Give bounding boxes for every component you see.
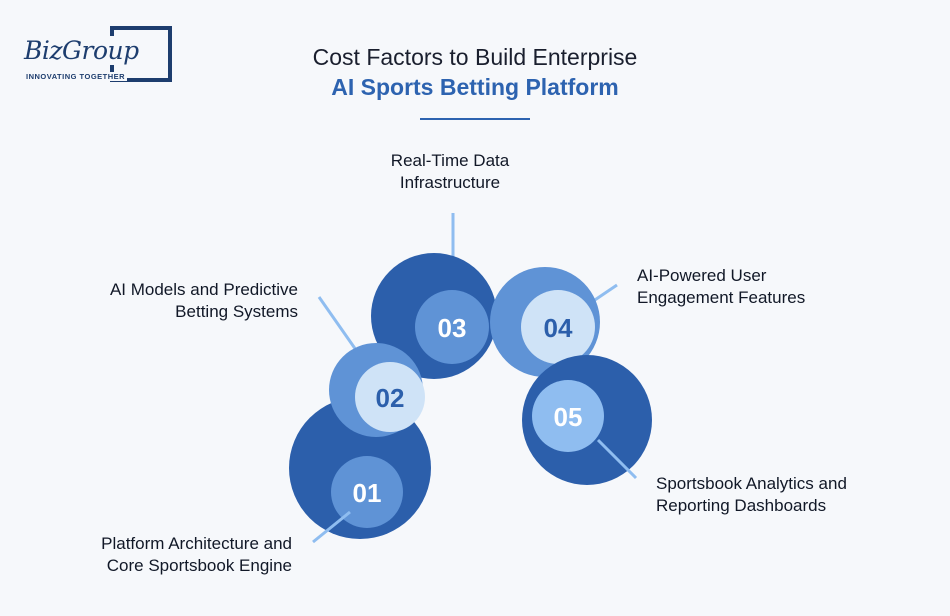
step-05-node: 05 [522, 355, 652, 485]
step-01-number: 01 [353, 478, 382, 508]
step-04-number: 04 [544, 313, 573, 343]
step-03-label: Real-Time Data Infrastructure [300, 150, 600, 194]
logo-tagline: INNOVATING TOGETHER [26, 72, 128, 81]
step-03-label-line-1: Real-Time Data [390, 151, 510, 170]
step-04-label-line-1: AI-Powered User [637, 266, 767, 285]
step-01-label: Platform Architecture and Core Sportsboo… [20, 533, 292, 577]
step-03-label-line-2: Infrastructure [399, 173, 501, 192]
step-01-label-line-2: Core Sportsbook Engine [106, 556, 292, 575]
step-01-label-line-1: Platform Architecture and [101, 534, 292, 553]
title-underline [420, 118, 530, 120]
bizgroup-logo: BizGroup INNOVATING TOGETHER [22, 24, 172, 84]
step-02-number: 02 [376, 383, 405, 413]
step-04-label: AI-Powered User Engagement Features [637, 265, 917, 309]
page-title-line-1: Cost Factors to Build Enterprise [312, 44, 638, 70]
step-03-number: 03 [438, 313, 467, 343]
step-04-label-line-2: Engagement Features [637, 288, 806, 307]
logo-name: BizGroup [24, 36, 141, 65]
step-05-label-line-2: Reporting Dashboards [656, 496, 827, 515]
step-02-label: AI Models and Predictive Betting Systems [40, 279, 298, 323]
step-02-node: 02 [329, 343, 425, 437]
step-02-label-line-1: AI Models and Predictive [109, 280, 298, 299]
step-05-number: 05 [554, 402, 583, 432]
step-02-label-line-2: Betting Systems [175, 302, 298, 321]
connector-01 [312, 510, 351, 544]
step-03-node: 03 [371, 253, 497, 379]
step-04-node: 04 [490, 267, 600, 377]
connector-05 [596, 438, 638, 480]
step-05-label: Sportsbook Analytics and Reporting Dashb… [656, 473, 936, 517]
step-05-label-line-1: Sportsbook Analytics and [656, 474, 847, 493]
page-title-line-2: AI Sports Betting Platform [331, 74, 619, 100]
